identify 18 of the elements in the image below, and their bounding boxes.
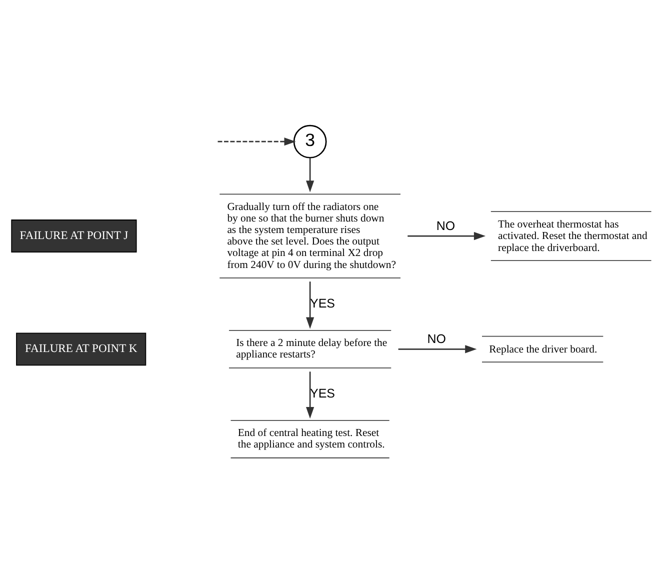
edge-label: YES [310,296,336,310]
edge-label: YES [310,386,336,400]
arrow [218,137,296,146]
node-text: Is there a 2 minute delay before the appliance restarts? [236,336,388,360]
arrow [306,371,314,418]
arrow [306,157,314,192]
node-text: End of central heating test. Reset the appliance and system controls. [238,426,385,450]
arrow [408,231,486,240]
label: FAILURE AT POINT J [20,228,128,242]
node-text: Gradually turn off the radiators one by one so that the burner shuts down as the system temperature rises above the set level. Does the output voltage at pin 4 on terminal X2 drop from 240V to 0V during the shutdown? [227,200,396,270]
edge-label: NO [427,332,446,346]
node-text: The overheat thermostat has activated. Reset the thermostat and replace the driverboard. [498,218,648,254]
node-circle: 3 [293,124,327,158]
arrow [306,281,314,328]
edge-label: NO [436,218,456,232]
label: FAILURE AT POINT K [24,342,138,355]
node-text: Replace the driver board. [489,342,598,355]
arrow [398,344,477,353]
